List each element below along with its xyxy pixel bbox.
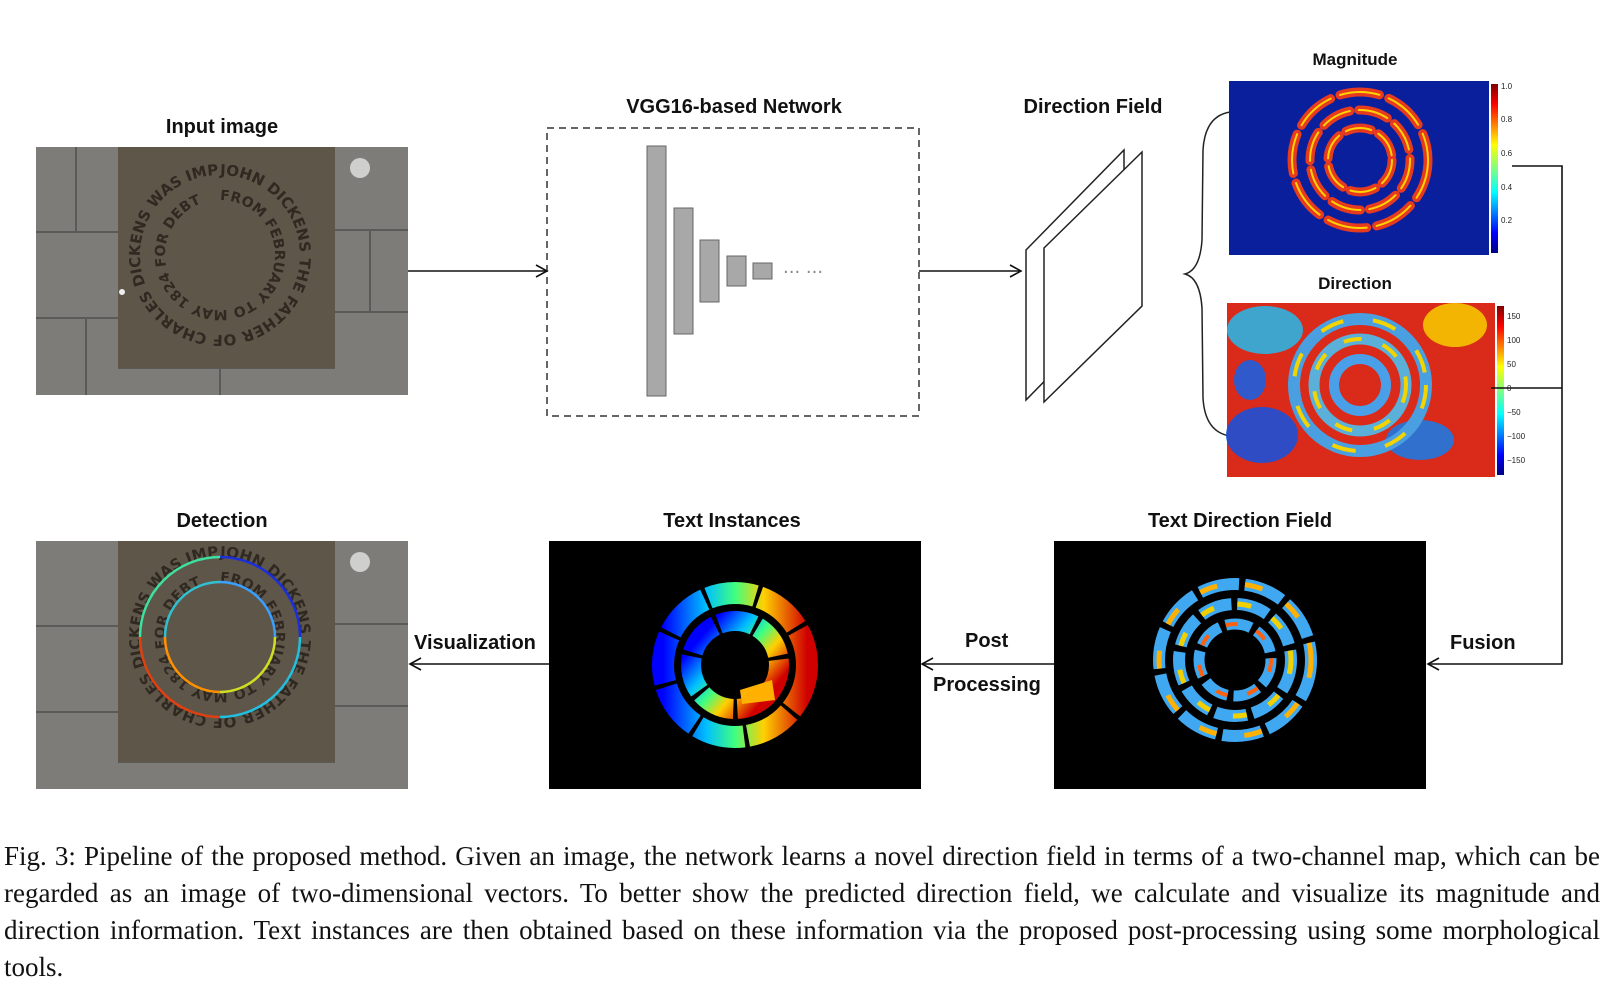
- direction-field-maps: [1025, 148, 1143, 404]
- flow-arrows: [408, 165, 1563, 671]
- processing-label: Processing: [933, 674, 1041, 696]
- magnitude-title: Magnitude: [1312, 50, 1398, 69]
- vgg-ellipsis: ··· ···: [783, 262, 823, 283]
- vgg-block-5: [752, 262, 773, 280]
- input-image-title: Input image: [165, 116, 279, 138]
- detection-title: Detection: [176, 510, 268, 532]
- vgg-network-title: VGG16-based Network: [626, 96, 842, 118]
- text-instances-map: [549, 541, 921, 789]
- vgg-block-4: [726, 255, 747, 287]
- text-direction-field-map: [1054, 541, 1426, 789]
- direction-field-title: Direction Field: [1023, 96, 1163, 118]
- direction-title: Direction: [1318, 274, 1392, 293]
- fusion-label: Fusion: [1450, 632, 1516, 654]
- text-instances-title: Text Instances: [663, 510, 801, 532]
- magnitude-map: [1229, 81, 1498, 255]
- visualization-label: Visualization: [414, 632, 536, 654]
- input-image: JOHN DICKENS THE FATHER OF CHARLES DICKE…: [0, 0, 408, 395]
- direction-map: [1226, 303, 1504, 477]
- vgg-block-1: [646, 145, 667, 397]
- vgg-block-2: [673, 207, 694, 335]
- post-label: Post: [965, 630, 1009, 652]
- vgg-block-3: [699, 239, 720, 303]
- text-direction-field-title: Text Direction Field: [1147, 510, 1333, 532]
- figure-caption: Fig. 3: Pipeline of the proposed method.…: [4, 841, 1600, 982]
- brace: [1182, 111, 1231, 437]
- vgg-network: ··· ···: [546, 127, 920, 417]
